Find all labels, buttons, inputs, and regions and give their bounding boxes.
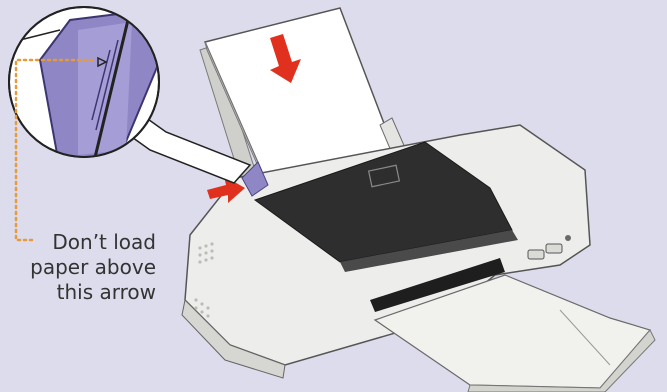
callout-line-3: this arrow <box>6 280 156 305</box>
callout-line-1: Don’t load <box>6 230 156 255</box>
printer-button-1 <box>528 250 544 259</box>
callout-line-2: paper above <box>6 255 156 280</box>
callout-label: Don’t load paper above this arrow <box>6 230 156 305</box>
printer-indicator-light <box>565 235 571 241</box>
printer-button-2 <box>546 244 562 253</box>
